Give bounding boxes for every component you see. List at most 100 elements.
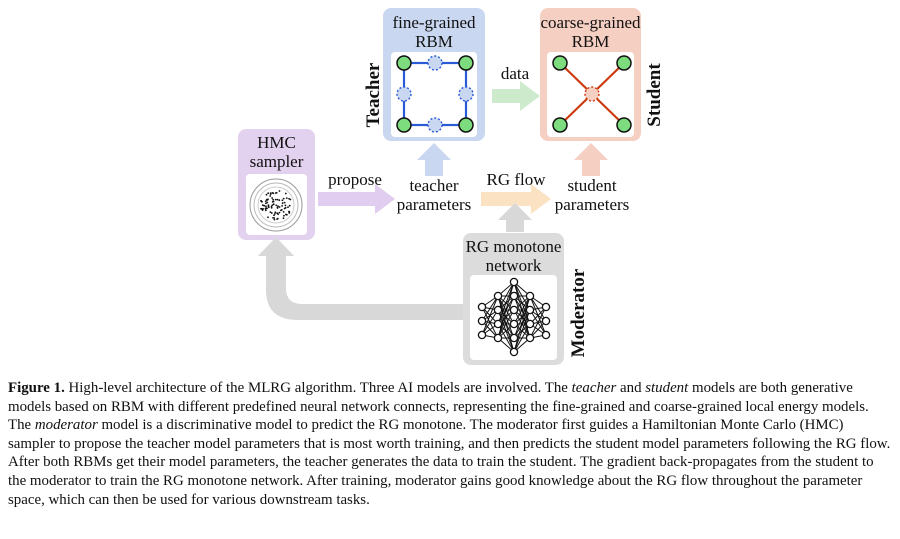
nn-node [509,319,519,329]
nn-edge [497,309,515,339]
sample-dot [283,214,285,217]
sample-dot [288,212,291,214]
sample-dot [276,212,278,215]
caption-text-2: and [616,380,646,396]
nn-node [509,305,519,315]
student-hidden-node [584,86,600,102]
sample-dot [274,192,277,194]
sample-dot [285,197,288,200]
nn-node [509,333,519,343]
teacher-visible-node [396,55,412,71]
teacher-visible-node [396,117,412,133]
moderator-up-arrow [498,203,532,232]
sample-dot [273,217,276,219]
sample-dot [262,208,264,210]
sample-dot [266,207,268,210]
nn-edge [497,281,515,325]
hmc-title-line2: sampler [249,152,304,171]
nn-edge [513,323,531,353]
rg-flow-arrow [481,184,551,214]
neural-network-icon [477,277,551,357]
sample-dot [270,212,273,214]
feedback-arrow [258,237,463,320]
sample-dot [271,201,274,203]
sample-dot [282,217,285,220]
caption-text-3: models are both generative models based … [8,380,869,434]
moderator-title: RG monotone network [443,237,584,275]
sample-dot [266,201,269,204]
nn-node [477,302,487,312]
sample-dot [260,207,262,210]
teacher-hidden-node [427,117,443,133]
rg-flow-label: RG flow [486,170,546,189]
sample-dot [265,202,267,205]
sample-dot [265,198,268,201]
nn-node [541,316,551,326]
sample-dot [283,207,286,210]
sample-dot [283,201,286,204]
sample-dot [272,192,275,195]
sample-dot [271,204,274,207]
student-visible-node [616,117,632,133]
sample-dot [274,211,277,214]
nn-node [493,333,503,343]
sample-dot [265,193,268,196]
propose-arrow [318,184,395,214]
nn-edge [497,281,515,311]
sample-dot [276,206,279,209]
teacher-role-label: Teacher [363,62,384,128]
nn-edge [529,306,547,339]
nn-node [477,330,487,340]
hmc-sampler-icon [249,178,303,232]
sample-dot [272,203,275,206]
sample-dot [273,218,276,221]
sample-dot [288,204,291,207]
sample-dot [271,197,273,199]
nn-node [525,333,535,343]
nn-edge [513,295,531,339]
caption-text-4: model is a discriminative model to predi… [8,417,891,508]
nn-node [509,347,519,357]
teacher-visible-node [458,117,474,133]
sample-dot [277,205,279,208]
nn-node [493,305,503,315]
nn-node [493,291,503,301]
sample-dot [287,206,289,209]
nn-node [493,319,503,329]
sample-dot [264,209,267,212]
hmc-title-line1: HMC [257,133,296,152]
sample-dot [274,213,276,215]
teacher-title-line2: RBM [415,32,453,51]
sample-dot [281,199,284,202]
sample-dot [263,204,266,207]
sample-dot [269,195,272,197]
nn-node [525,291,535,301]
caption-moderator-word: moderator [34,417,98,434]
sample-dot [278,190,281,192]
teacher-hidden-node [396,86,412,102]
student-rbm-graph [552,55,632,133]
teacher-hidden-node [427,55,443,71]
sample-dot [274,198,277,201]
nn-node [509,277,519,287]
student-parameters-line2: parameters [554,195,630,214]
sample-dot [288,210,290,213]
sample-dot [280,209,282,212]
moderator-title-line2: network [485,256,542,275]
sample-dot [286,213,288,216]
student-title: coarse-grained RBM [528,13,653,51]
nn-edge [497,295,515,339]
sample-dot [275,204,278,207]
sample-dot [282,197,285,200]
hmc-title: HMC sampler [238,133,315,171]
moderator-title-line1: RG monotone [465,237,562,256]
student-parameters-label: student parameters [543,176,641,214]
propose-label: propose [328,170,382,189]
sample-dot [278,206,281,208]
teacher-up-arrow [417,143,451,176]
sample-dot [267,192,270,195]
sample-dot [272,198,274,201]
nn-node [509,291,519,301]
nn-node [525,305,535,315]
sample-dot [288,197,290,200]
